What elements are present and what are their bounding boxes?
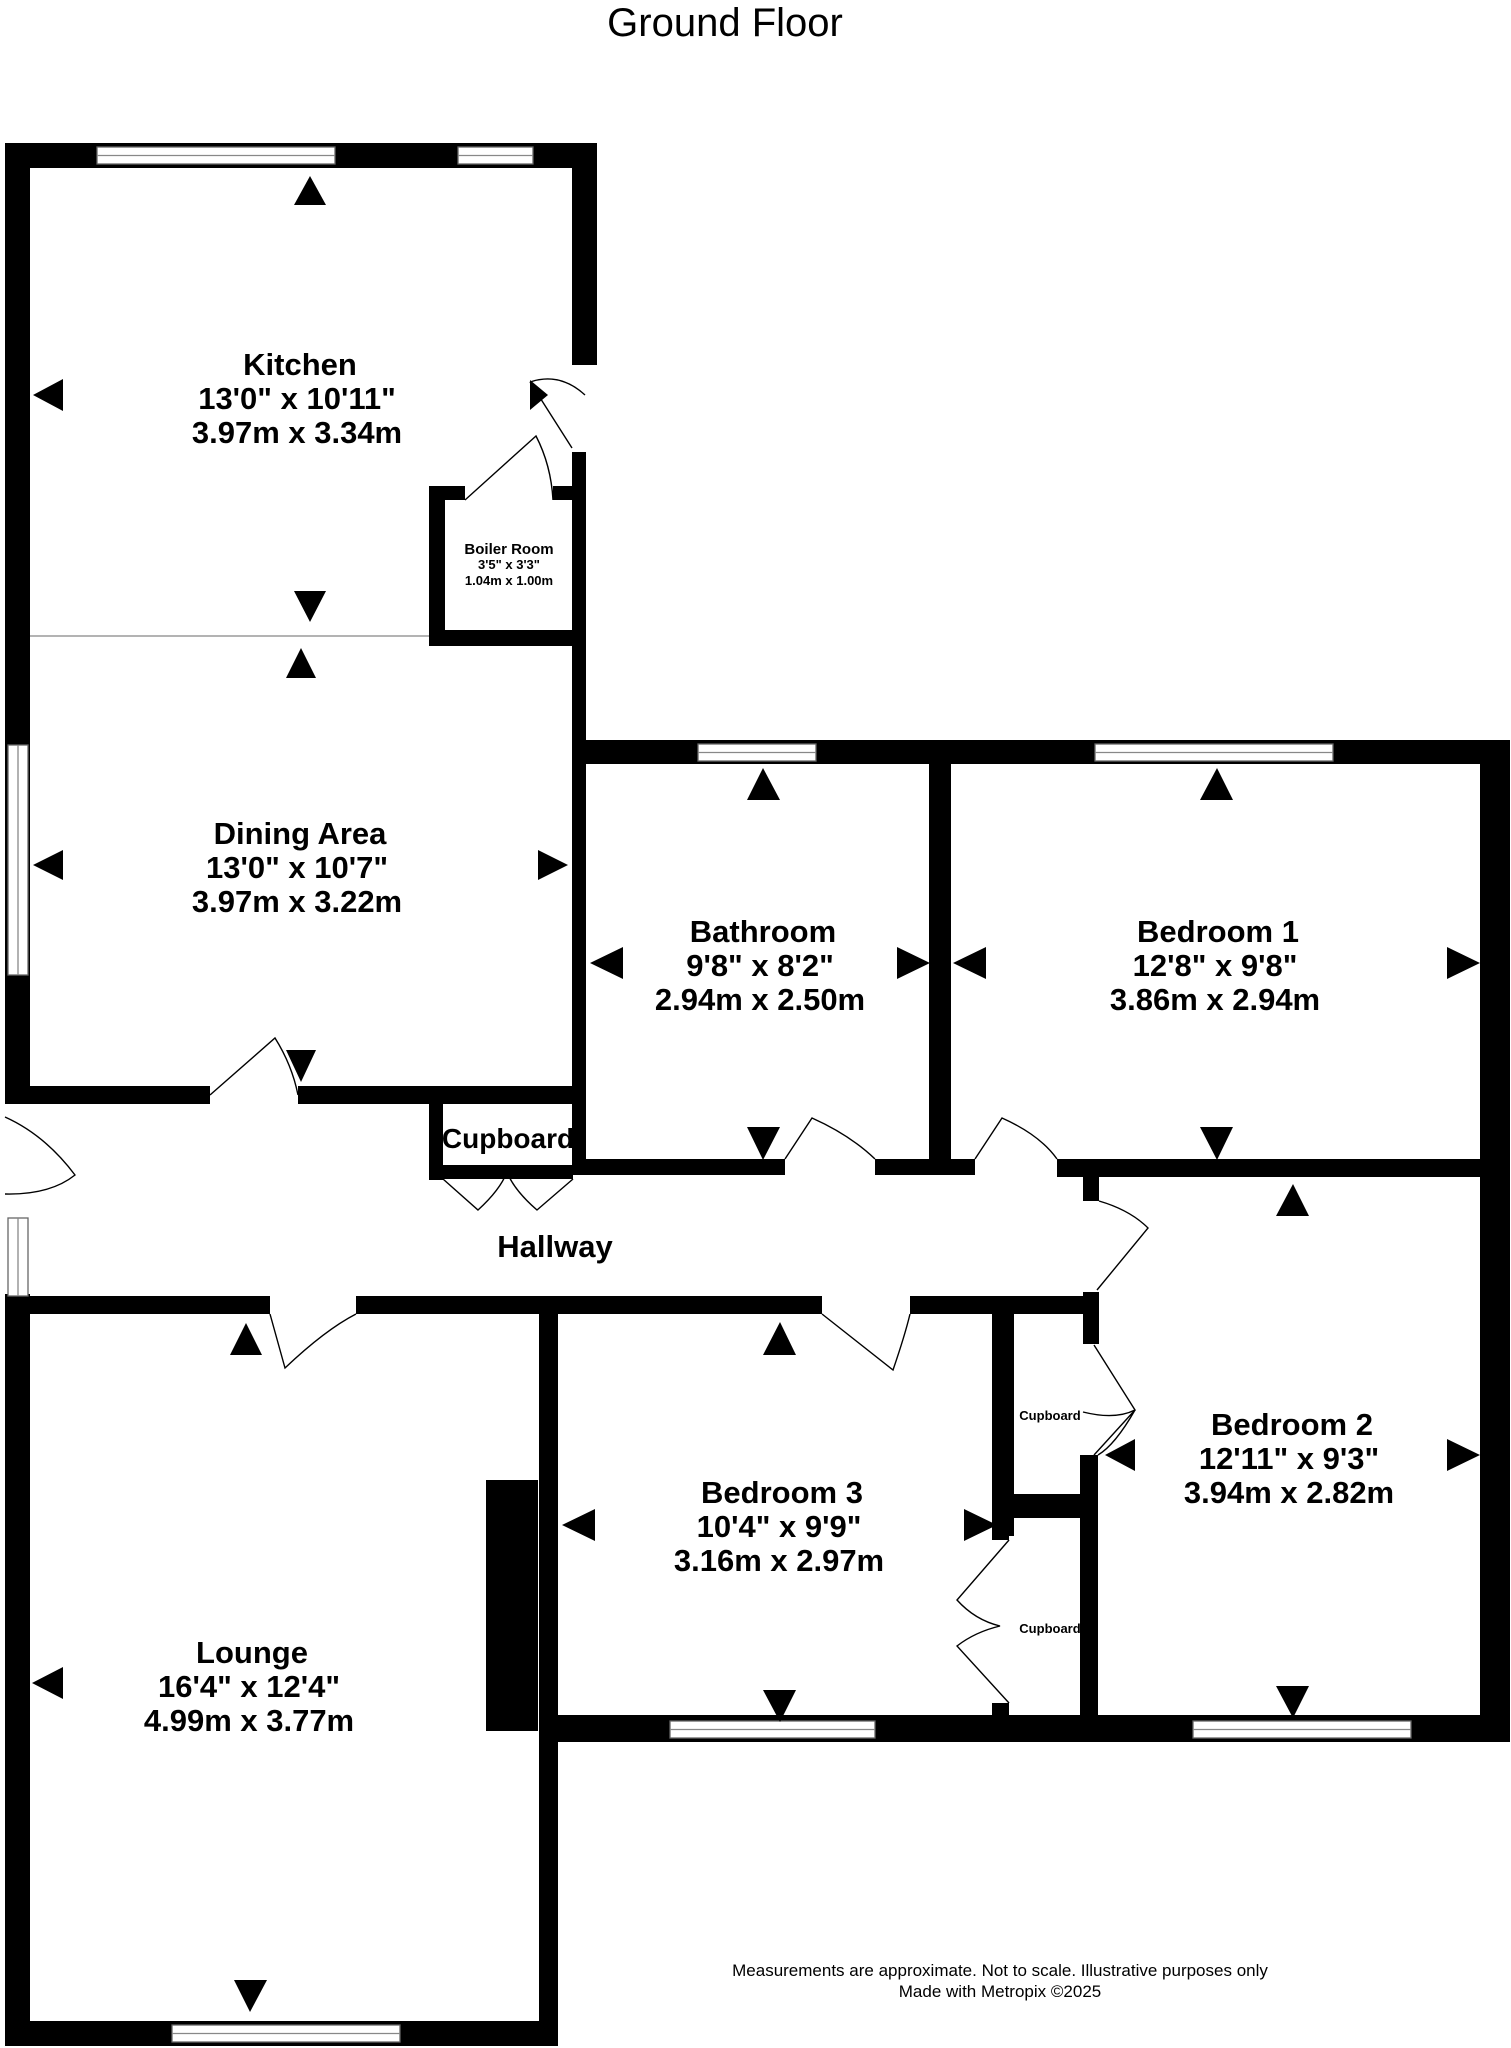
arrow-left (1105, 1439, 1135, 1471)
disclaimer-text: Measurements are approximate. Not to sca… (732, 1961, 1268, 1980)
bedroom3-name: Bedroom 3 (701, 1475, 863, 1510)
door-swing (442, 1170, 574, 1211)
arrow-right (1447, 947, 1480, 979)
boiler-imperial: 3'5" x 3'3" (478, 557, 540, 572)
arrow-up (286, 648, 316, 678)
doors (4, 378, 1149, 1704)
bedroom2-metric: 3.94m x 2.82m (1184, 1475, 1394, 1510)
arrow-left (32, 1667, 63, 1699)
arrow-left (562, 1509, 595, 1541)
kitchen-metric: 3.97m x 3.34m (192, 415, 402, 450)
door-swing (209, 1036, 299, 1096)
door-swing (1093, 1409, 1136, 1456)
bedroom3-cupboard-label: Cupboard (1019, 1621, 1080, 1636)
bedroom1-metric: 3.86m x 2.94m (1110, 982, 1320, 1017)
arrow-right (538, 850, 568, 880)
door-swing (4, 1116, 76, 1195)
arrow-right (964, 1509, 997, 1541)
arrow-left (33, 850, 63, 880)
door-swing (955, 1539, 1010, 1704)
arrow-up (1200, 768, 1233, 800)
arrow-down (1200, 1127, 1233, 1160)
arrow-down (1276, 1686, 1309, 1718)
bedroom1-name: Bedroom 1 (1137, 914, 1299, 949)
arrow-down (286, 1050, 316, 1082)
door-swing (269, 1313, 357, 1370)
arrow-down (234, 1980, 267, 2012)
bathroom-imperial: 9'8" x 8'2" (686, 948, 834, 983)
windows (7, 146, 1412, 2043)
dimension-arrows (32, 176, 1480, 2012)
bathroom-metric: 2.94m x 2.50m (655, 982, 865, 1017)
hall-cupboard-label: Cupboard (442, 1123, 574, 1154)
kitchen-name: Kitchen (243, 347, 357, 382)
arrow-right (530, 380, 548, 410)
room-labels: Kitchen 13'0" x 10'11" 3.97m x 3.34m Boi… (144, 347, 1394, 1738)
floor-title: Ground Floor (607, 1, 843, 45)
arrow-down (294, 591, 326, 622)
arrow-left (33, 379, 63, 411)
boiler-metric: 1.04m x 1.00m (465, 573, 553, 588)
bathroom-name: Bathroom (690, 914, 836, 949)
door-swing (1096, 1200, 1149, 1291)
bedroom3-metric: 3.16m x 2.97m (674, 1543, 884, 1578)
dining-name: Dining Area (214, 816, 388, 851)
door-swing (784, 1117, 876, 1160)
bedroom2-cupboard-label: Cupboard (1019, 1408, 1080, 1423)
arrow-left (590, 947, 623, 979)
lounge-imperial: 16'4" x 12'4" (158, 1669, 340, 1704)
arrow-down (763, 1690, 796, 1722)
arrow-down (747, 1127, 780, 1160)
arrow-up (230, 1323, 262, 1355)
arrow-right (897, 947, 930, 979)
kitchen-imperial: 13'0" x 10'11" (198, 381, 396, 416)
bedroom3-imperial: 10'4" x 9'9" (697, 1509, 862, 1544)
door-swing (1082, 1344, 1137, 1417)
arrow-right (1447, 1439, 1480, 1471)
arrow-up (763, 1322, 796, 1355)
dining-metric: 3.97m x 3.22m (192, 884, 402, 919)
arrow-up (747, 768, 780, 800)
arrow-up (1276, 1184, 1309, 1216)
arrow-left (953, 947, 986, 979)
door-swing (974, 1117, 1058, 1160)
credit-text: Made with Metropix ©2025 (899, 1982, 1101, 2001)
door-swing (821, 1313, 911, 1372)
bedroom2-name: Bedroom 2 (1211, 1407, 1373, 1442)
arrow-up (294, 176, 326, 205)
lounge-name: Lounge (196, 1635, 308, 1670)
bedroom1-imperial: 12'8" x 9'8" (1133, 948, 1298, 983)
hallway-name: Hallway (497, 1229, 613, 1264)
door-swing (464, 434, 554, 501)
bedroom2-imperial: 12'11" x 9'3" (1199, 1441, 1379, 1476)
lounge-metric: 4.99m x 3.77m (144, 1703, 354, 1738)
boiler-name: Boiler Room (464, 541, 553, 558)
dining-imperial: 13'0" x 10'7" (206, 850, 388, 885)
